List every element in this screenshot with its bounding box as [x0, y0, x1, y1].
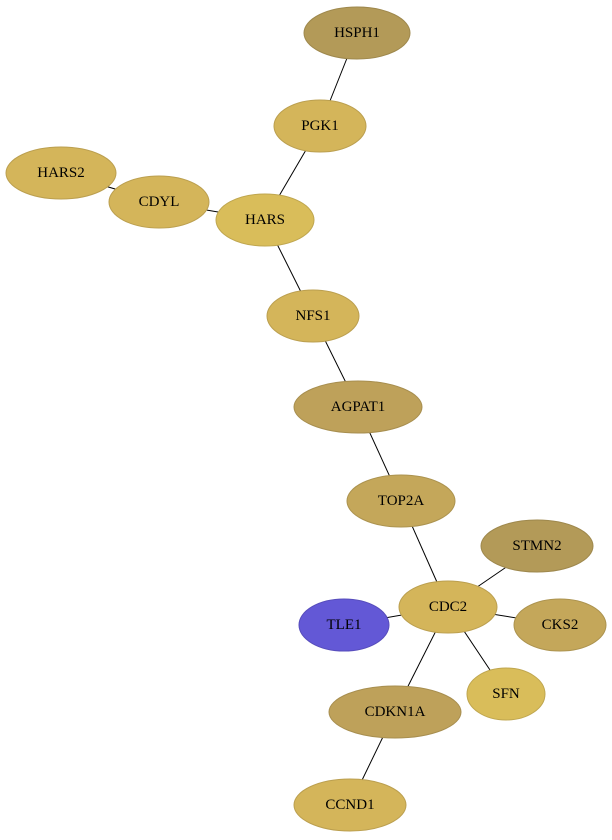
node-shape-hars — [215, 193, 315, 247]
node-label-cdkn1a: CDKN1A — [365, 704, 426, 720]
node-shape-cks2 — [513, 598, 607, 652]
node-shape-pgk1 — [273, 99, 367, 153]
node-label-pgk1: PGK1 — [301, 118, 339, 134]
node-sfn[interactable]: SFN — [466, 667, 546, 721]
node-label-agpat1: AGPAT1 — [331, 399, 385, 415]
node-label-tle1: TLE1 — [327, 617, 362, 633]
node-hars[interactable]: HARS — [215, 193, 315, 247]
node-shape-sfn — [466, 667, 546, 721]
node-stmn2[interactable]: STMN2 — [480, 519, 594, 573]
node-label-top2a: TOP2A — [378, 493, 425, 509]
node-label-ccnd1: CCND1 — [325, 797, 374, 813]
node-label-nfs1: NFS1 — [295, 308, 330, 324]
node-cks2[interactable]: CKS2 — [513, 598, 607, 652]
node-shape-stmn2 — [480, 519, 594, 573]
node-label-cdc2: CDC2 — [429, 599, 467, 615]
node-shape-hars2 — [5, 146, 117, 200]
node-shape-cdyl — [108, 175, 210, 229]
node-shape-ccnd1 — [293, 778, 407, 832]
node-shape-cdkn1a — [328, 685, 462, 739]
node-shape-top2a — [346, 474, 456, 528]
node-label-hars2: HARS2 — [37, 165, 85, 181]
node-shape-cdc2 — [398, 580, 498, 634]
node-hars2[interactable]: HARS2 — [5, 146, 117, 200]
node-tle1[interactable]: TLE1 — [298, 598, 390, 652]
node-shape-agpat1 — [293, 380, 423, 434]
node-label-stmn2: STMN2 — [512, 538, 561, 554]
node-agpat1[interactable]: AGPAT1 — [293, 380, 423, 434]
node-pgk1[interactable]: PGK1 — [273, 99, 367, 153]
node-shape-hsph1 — [303, 6, 411, 60]
node-label-hars: HARS — [245, 212, 285, 228]
node-ccnd1[interactable]: CCND1 — [293, 778, 407, 832]
node-label-cks2: CKS2 — [542, 617, 579, 633]
node-cdc2[interactable]: CDC2 — [398, 580, 498, 634]
node-cdyl[interactable]: CDYL — [108, 175, 210, 229]
node-shape-nfs1 — [266, 289, 360, 343]
node-cdkn1a[interactable]: CDKN1A — [328, 685, 462, 739]
node-hsph1[interactable]: HSPH1 — [303, 6, 411, 60]
node-label-cdyl: CDYL — [139, 194, 180, 210]
node-shape-tle1 — [298, 598, 390, 652]
node-label-hsph1: HSPH1 — [334, 25, 380, 41]
node-label-sfn: SFN — [492, 686, 520, 702]
node-top2a[interactable]: TOP2A — [346, 474, 456, 528]
node-nfs1[interactable]: NFS1 — [266, 289, 360, 343]
